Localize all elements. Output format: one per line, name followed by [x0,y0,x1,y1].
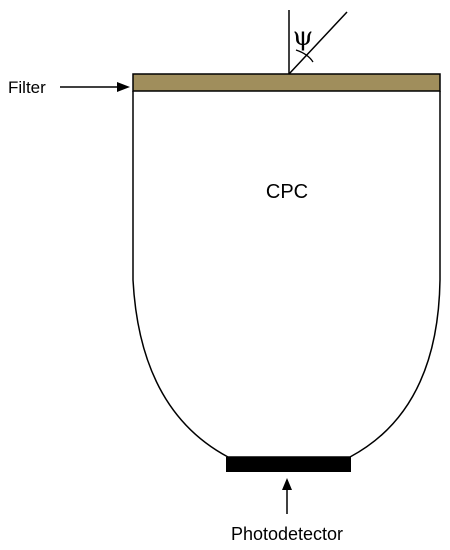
photodetector-label: Photodetector [231,524,343,544]
photodetector-arrow-head [282,478,292,490]
photodetector-block [226,457,351,472]
filter-bar [132,73,441,92]
incident-ray-line [288,11,348,75]
cpc-label: CPC [266,181,308,203]
filter-label: Filter [8,78,46,97]
cpc-body-outline [132,91,441,458]
angle-symbol-psi: ψ [293,22,313,52]
angle-arc [295,49,314,63]
filter-arrow-head [117,82,130,92]
